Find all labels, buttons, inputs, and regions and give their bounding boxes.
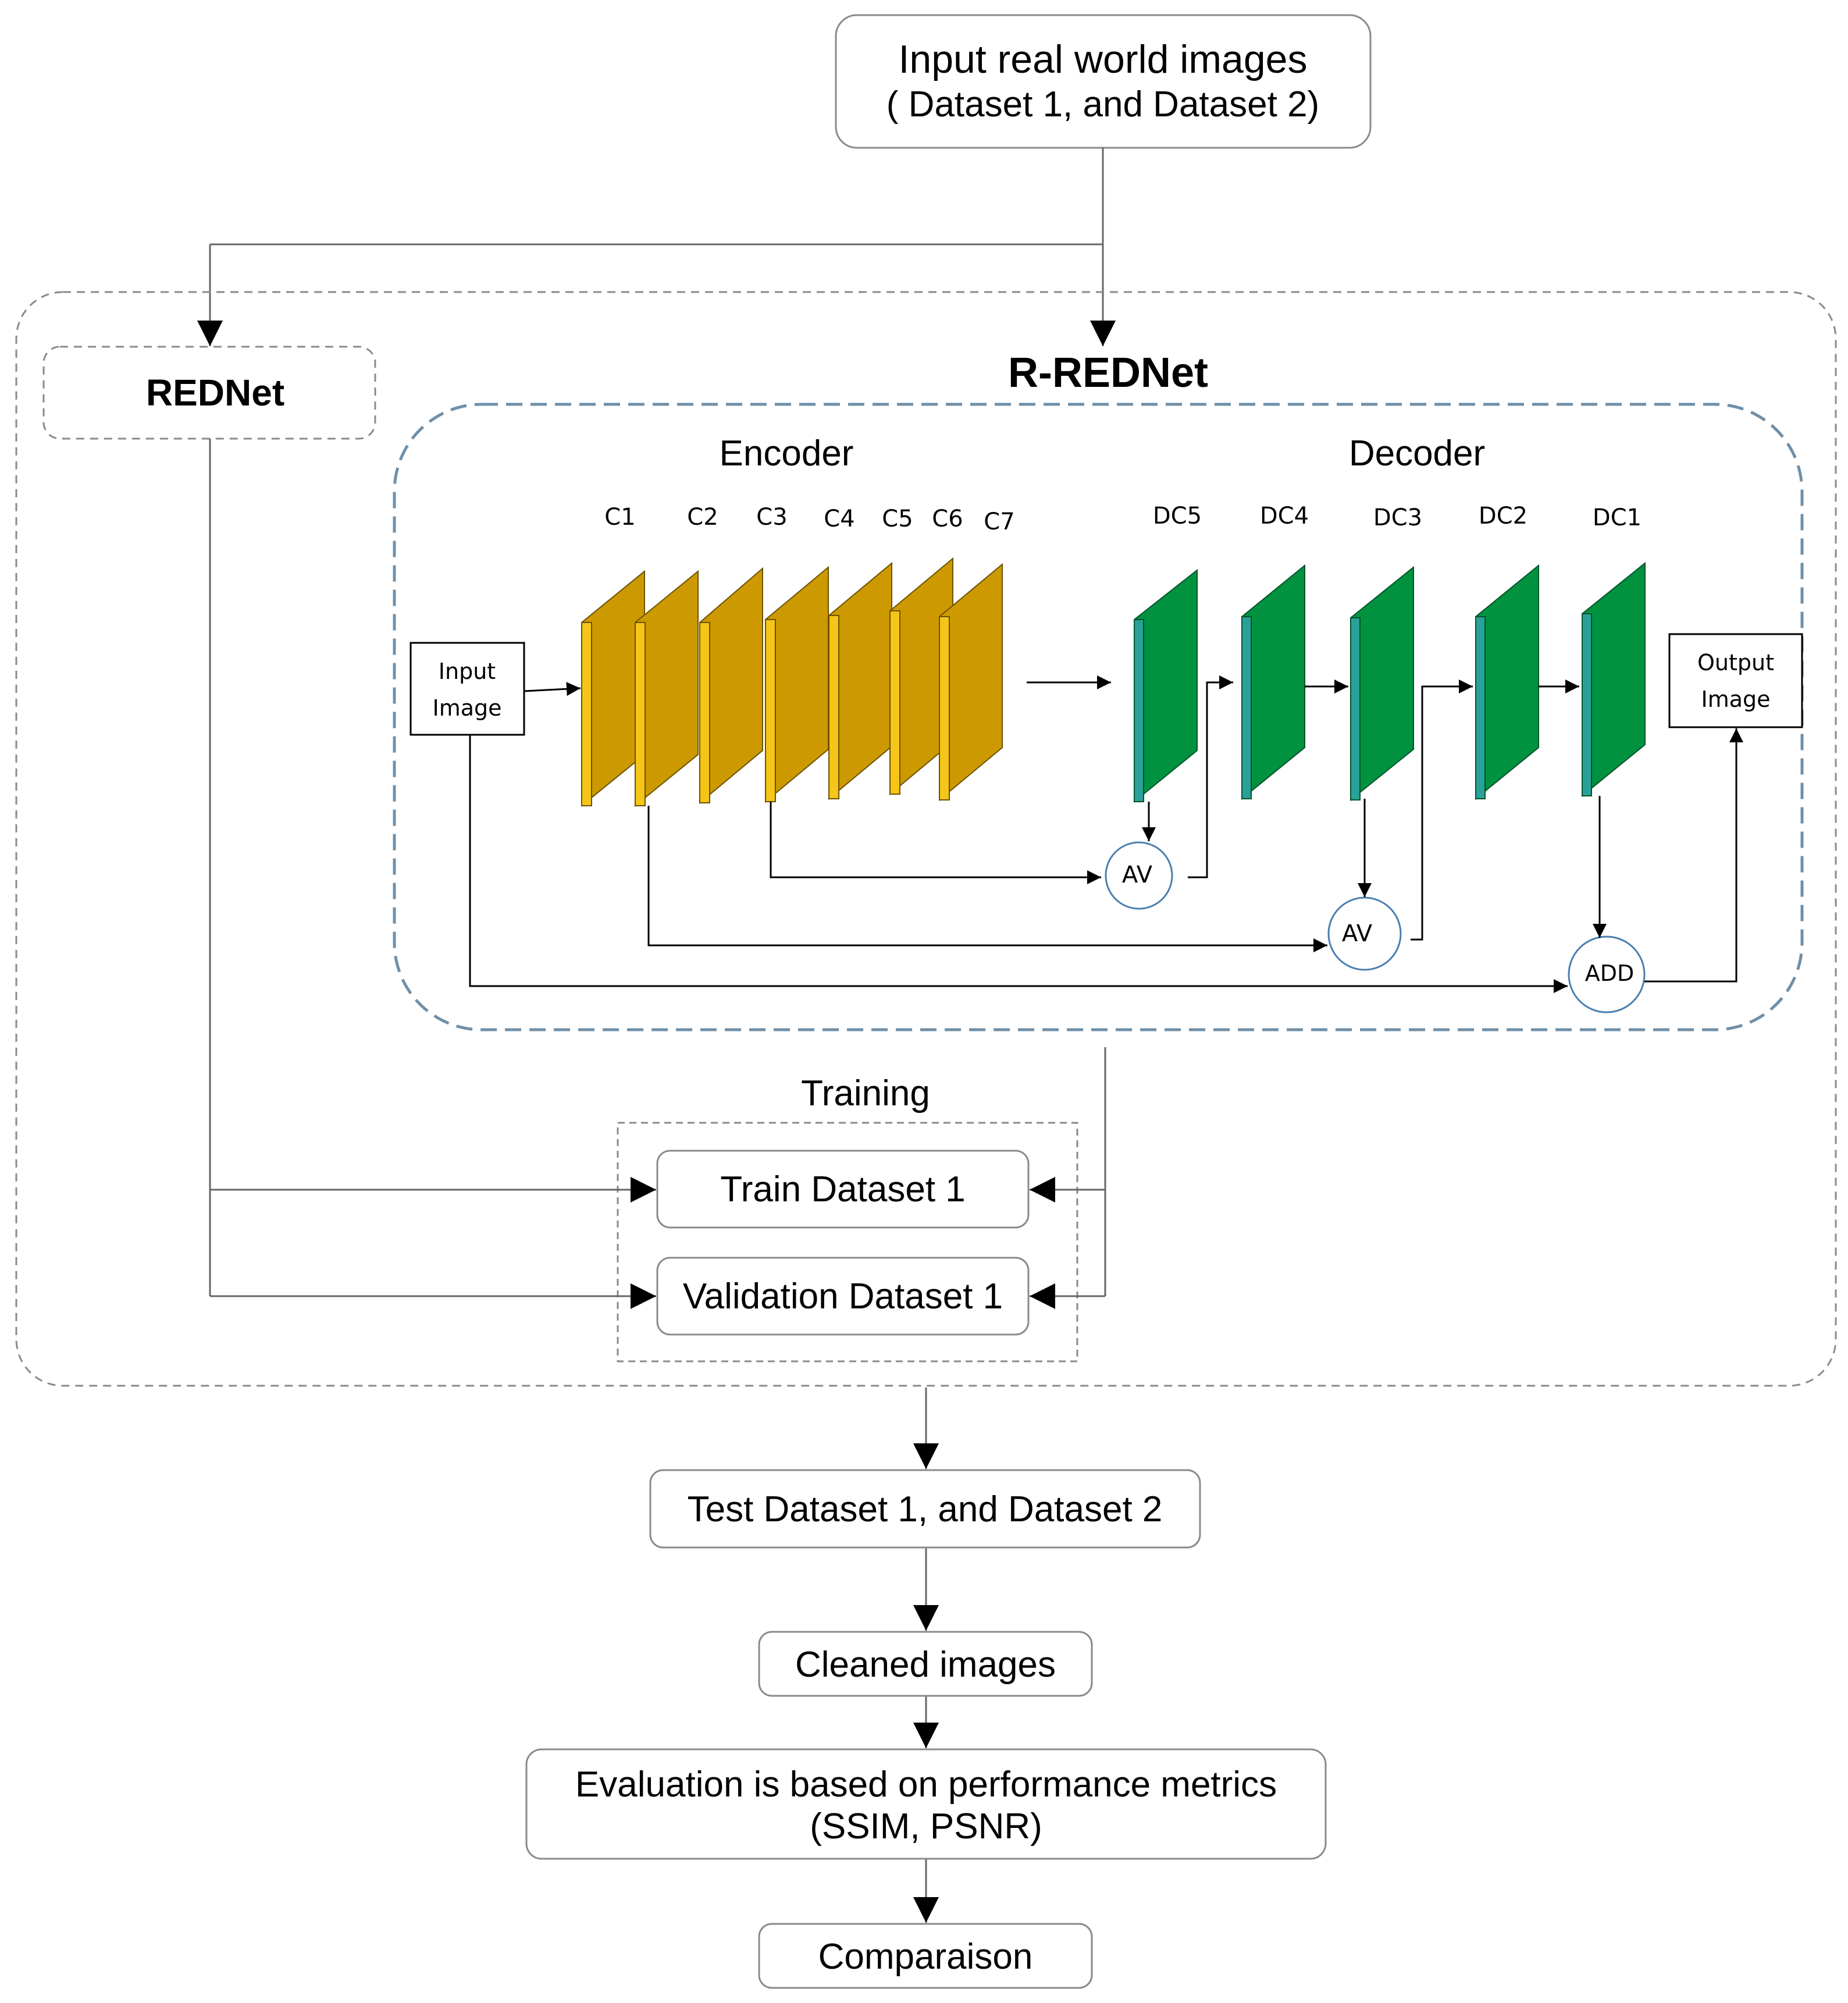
encoder-layer-label: C7 (984, 508, 1014, 535)
encoder-layer-label: C1 (604, 504, 635, 531)
test-dataset-box: Test Dataset 1, and Dataset 2 (649, 1469, 1201, 1549)
input-image-line1: Input (439, 659, 496, 684)
encoder-block (828, 561, 892, 801)
cleaned-images-box: Cleaned images (758, 1631, 1093, 1697)
encoder-layer-label: C3 (756, 504, 787, 531)
encoder-layer-labels: C1 C2 C3 C4 C5 C6 C7 (604, 504, 1014, 535)
encoder-blocks (581, 557, 1003, 807)
comparison-box: Comparaison (758, 1923, 1093, 1989)
decoder-block (1350, 565, 1414, 802)
add-node: ADD (1568, 935, 1646, 1013)
encoder-block (699, 567, 763, 805)
rednet-label: REDNet (146, 372, 284, 414)
decoder-layer-label: DC4 (1260, 503, 1309, 529)
encoder-layer-label: C4 (824, 506, 854, 532)
input-images-box: Input real world images ( Dataset 1, and… (835, 14, 1372, 149)
evaluation-box: Evaluation is based on performance metri… (525, 1748, 1327, 1860)
encoder-layer-label: C2 (687, 504, 718, 531)
encoder-block (635, 570, 699, 807)
encoder-block (939, 563, 1003, 802)
validation-dataset-label: Validation Dataset 1 (683, 1276, 1003, 1317)
decoder-block (1475, 564, 1539, 801)
decoder-block (1582, 561, 1646, 798)
input-image-line2: Image (432, 695, 501, 721)
av-node-1: AV (1105, 841, 1173, 910)
encoder-layer-label: C5 (882, 506, 913, 532)
decoder-block (1241, 564, 1305, 801)
add-node-label: ADD (1585, 960, 1635, 986)
output-image-line2: Image (1701, 686, 1770, 712)
decoder-layer-label: DC2 (1479, 503, 1527, 529)
cleaned-images-label: Cleaned images (795, 1645, 1056, 1685)
input-images-line2: ( Dataset 1, and Dataset 2) (886, 84, 1319, 124)
decoder-layer-label: DC3 (1373, 504, 1422, 531)
decoder-block (1134, 568, 1198, 803)
encoder-block (765, 565, 829, 803)
rednet-box: REDNet (42, 346, 376, 440)
decoder-blocks (1134, 561, 1646, 803)
test-dataset-label: Test Dataset 1, and Dataset 2 (688, 1489, 1163, 1529)
validation-dataset-box: Validation Dataset 1 (656, 1257, 1030, 1336)
training-connectors (209, 439, 1106, 1309)
decoder-layer-labels: DC5 DC4 DC3 DC2 DC1 (1153, 503, 1642, 531)
encoder-layer-label: C6 (932, 506, 963, 532)
evaluation-line1: Evaluation is based on performance metri… (575, 1764, 1277, 1805)
evaluation-line2: (SSIM, PSNR) (810, 1806, 1042, 1847)
decoder-layer-label: DC1 (1593, 504, 1642, 531)
decoder-layer-label: DC5 (1153, 503, 1202, 529)
network-connectors (469, 675, 1743, 993)
training-label: Training (801, 1073, 930, 1113)
input-image-box: Input Image (410, 642, 525, 736)
av-node-2-label: AV (1342, 920, 1373, 947)
av-node-2: AV (1327, 896, 1402, 971)
av-node-1-label: AV (1122, 862, 1153, 888)
decoder-label: Decoder (1349, 433, 1485, 474)
train-dataset-label: Train Dataset 1 (720, 1169, 966, 1209)
output-image-box: Output Image (1668, 633, 1803, 728)
outer-dashed-container (15, 291, 1837, 1387)
train-dataset-box: Train Dataset 1 (656, 1150, 1030, 1229)
rrednet-title: R-REDNet (1008, 350, 1208, 396)
top-connectors (197, 148, 1116, 346)
comparison-label: Comparaison (818, 1937, 1033, 1977)
output-image-line1: Output (1697, 650, 1774, 675)
encoder-label: Encoder (720, 433, 854, 474)
input-images-line1: Input real world images (898, 37, 1307, 81)
